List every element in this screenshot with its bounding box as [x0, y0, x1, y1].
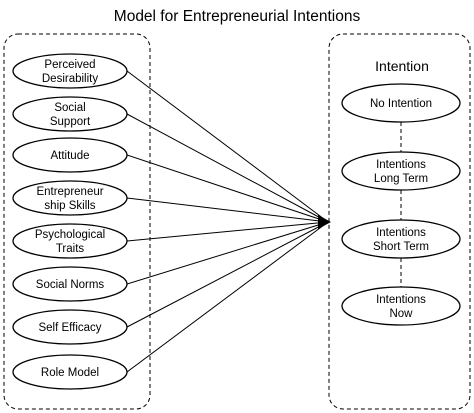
factor-node-ellipse: [12, 96, 128, 132]
connector-line: [126, 221, 329, 328]
intention-stage-node-label: Intentions: [376, 227, 426, 239]
intention-stage-node-label: Short Term: [373, 241, 429, 253]
factor-node-label: Self Efficacy: [38, 322, 101, 334]
factor-node-label: Social Norms: [36, 279, 105, 291]
connector-line: [126, 113, 329, 223]
factor-node-ellipse: [12, 266, 128, 302]
intention-stage-node-ellipse: [341, 151, 461, 191]
factor-node-label: Traits: [56, 243, 85, 255]
factor-node-label: ship Skills: [44, 200, 95, 212]
factor-node-label: Social: [54, 102, 85, 114]
factor-node: Attitude: [12, 137, 128, 173]
intention-stage-node-label: Intentions: [376, 159, 426, 171]
factor-node-ellipse: [12, 309, 128, 345]
factor-node-label: Psychological: [35, 229, 105, 241]
connector-line: [126, 197, 329, 223]
factor-node-ellipse: [12, 53, 128, 89]
intention-stage-node-label: Intentions: [376, 294, 426, 306]
connector-line: [126, 221, 329, 242]
intention-stage-node-label: Now: [389, 308, 413, 320]
connector-line: [126, 70, 329, 223]
intention-stage-node-ellipse: [341, 219, 461, 259]
factor-node-ellipse: [12, 180, 128, 216]
factor-node-ellipse: [12, 223, 128, 259]
factor-node-label: Perceived: [44, 59, 95, 71]
diagram-title: Model for Entrepreneurial Intentions: [114, 8, 361, 25]
connector-line: [126, 221, 329, 373]
factor-node-label: Attitude: [51, 150, 90, 162]
connector-lines: [126, 70, 331, 373]
factor-node-label: Role Model: [41, 367, 99, 379]
factor-node: Entrepreneur ship Skills: [12, 180, 128, 216]
factor-node-label: Entrepreneur: [36, 186, 103, 198]
intention-stage-node-label: No Intention: [370, 98, 432, 110]
factor-node: Self Efficacy: [12, 309, 128, 345]
factor-node-ellipse: [12, 354, 128, 390]
arrowhead-icon: [318, 215, 331, 229]
factor-nodes: PerceivedDesirabilitySocialSupportAttitu…: [12, 53, 128, 390]
intention-stage-node-ellipse: [341, 286, 461, 326]
intention-heading: Intention: [375, 58, 429, 74]
factor-node-label: Desirability: [42, 73, 98, 85]
factor-node: Social Norms: [12, 266, 128, 302]
factor-node: Role Model: [12, 354, 128, 390]
intention-stage-node: No Intention: [341, 83, 461, 123]
connector-line: [126, 154, 329, 223]
factor-node-label: Support: [50, 116, 91, 128]
intention-stage-node-ellipse: [341, 83, 461, 123]
intention-stage-node-label: Long Term: [374, 173, 428, 185]
connector-line: [126, 221, 329, 285]
factor-node-ellipse: [12, 137, 128, 173]
factors-container: [3, 33, 151, 410]
